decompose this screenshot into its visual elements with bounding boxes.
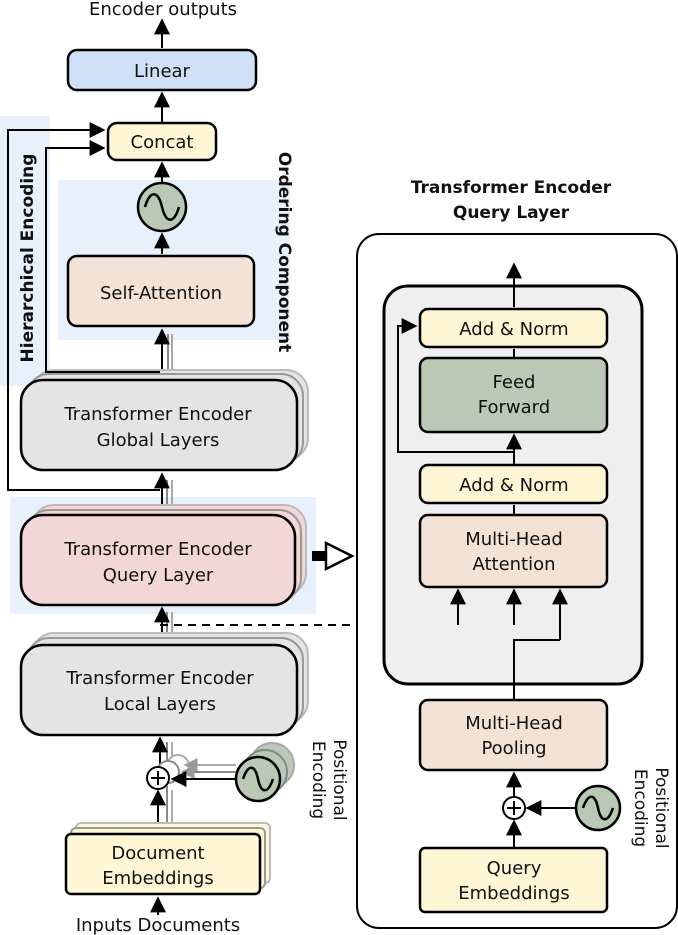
add-icon — [146, 766, 170, 790]
positional-encoding-label-1: Positional — [329, 739, 349, 820]
multi-head-attention-label-1: Multi-Head — [465, 529, 563, 550]
global-layers-label-2: Global Layers — [97, 430, 220, 451]
multi-head-pooling-block — [418, 698, 609, 772]
linear-label: Linear — [134, 61, 191, 82]
multi-head-attention-block — [418, 513, 609, 589]
positional-encoding-right-label-1: Positional — [651, 767, 671, 848]
query-embeddings-label-2: Embeddings — [458, 883, 569, 904]
local-layers-label-2: Local Layers — [104, 694, 216, 715]
feed-forward-label-2: Forward — [478, 397, 550, 418]
positional-encoding-icon — [234, 755, 282, 803]
global-layers-label-1: Transformer Encoder — [63, 404, 252, 425]
add-icon-right — [502, 796, 526, 820]
feed-forward-block — [418, 356, 609, 434]
multi-head-attention-label-2: Attention — [472, 554, 555, 575]
right-title-2: Query Layer — [453, 203, 570, 223]
self-attention-label: Self-Attention — [100, 283, 222, 304]
local-layers-label-1: Transformer Encoder — [65, 668, 254, 689]
concat-label: Concat — [131, 132, 194, 153]
feed-forward-label-1: Feed — [493, 372, 536, 393]
right-title-1: Transformer Encoder — [411, 178, 612, 198]
global-layers-block — [19, 378, 299, 472]
activation-icon — [136, 181, 188, 233]
inputs-documents-label: Inputs Documents — [76, 915, 240, 935]
document-embeddings-block — [64, 832, 262, 896]
self-attention-block — [66, 254, 256, 328]
linear-block — [66, 48, 258, 92]
add-norm-top-block — [418, 307, 609, 349]
multi-head-pooling-label-1: Multi-Head — [465, 713, 563, 734]
encoder-outputs-label: Encoder outputs — [89, 0, 237, 20]
add-norm-bottom-label: Add & Norm — [459, 475, 568, 496]
positional-encoding-icon-right — [574, 784, 622, 832]
query-embeddings-block — [418, 846, 609, 914]
query-layer-label-1: Transformer Encoder — [63, 539, 252, 560]
add-norm-top-label: Add & Norm — [459, 319, 568, 340]
hierarchical-encoding-label: Hierarchical Encoding — [18, 154, 38, 363]
query-embeddings-label-1: Query — [487, 858, 542, 879]
positional-encoding-label-2: Encoding — [308, 741, 328, 819]
query-layer-block — [19, 513, 297, 607]
document-embeddings-label-1: Document — [111, 843, 204, 864]
document-embeddings-label-2: Embeddings — [102, 868, 213, 889]
add-norm-bottom-block — [418, 463, 609, 505]
hierarchical-skip-inner — [45, 140, 160, 373]
concat-block — [106, 121, 218, 162]
expand-arrow-icon — [312, 540, 355, 572]
multi-head-pooling-label-2: Pooling — [481, 738, 546, 759]
positional-encoding-right-label-2: Encoding — [630, 769, 650, 847]
local-layers-block — [19, 643, 299, 737]
residual-ff — [397, 318, 514, 453]
ordering-component-label: Ordering Component — [274, 152, 294, 353]
hierarchical-skip-outer — [7, 122, 160, 491]
query-layer-label-2: Query Layer — [103, 565, 214, 586]
